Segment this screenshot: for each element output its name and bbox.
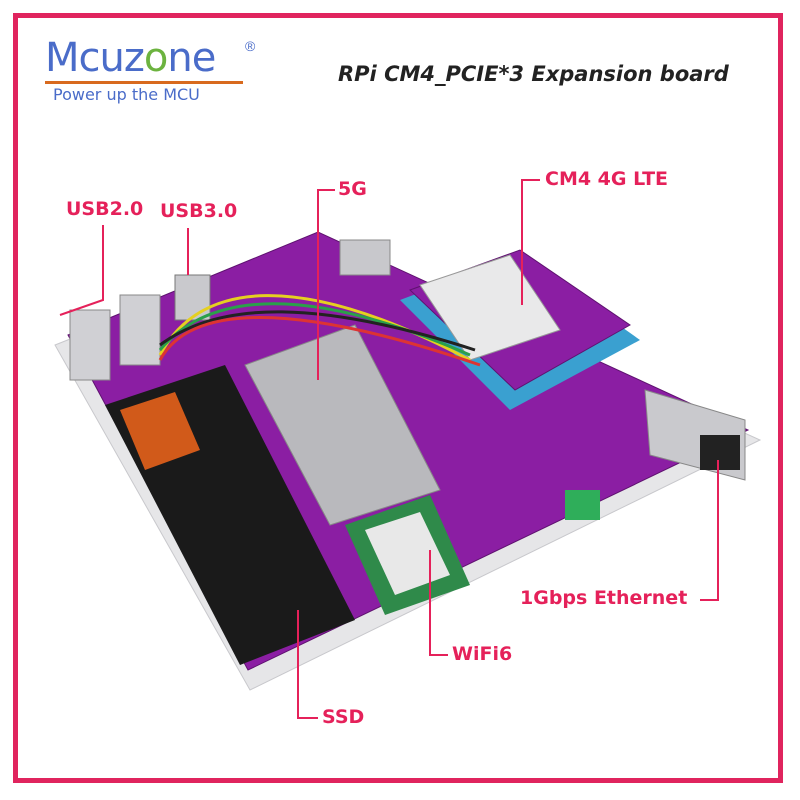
ethernet-leader [700,460,719,601]
usb2-leader [59,225,104,316]
mcuzone-logo: Mcuzone ® Power up the MCU [45,36,255,104]
hdmi-port [339,239,391,276]
lte-module [419,254,561,361]
wifi-leader [429,550,448,656]
lte-leader [521,179,540,305]
ethernet-jack [700,435,740,470]
5g-leader [317,189,335,380]
logo-text-part: ne [167,35,216,81]
callout-cm4-4g-lte: CM4 4G LTE [545,168,669,190]
registered-mark: ® [245,38,256,54]
callout-ssd: SSD [322,706,365,728]
logo-tagline: Power up the MCU [53,85,200,104]
power-terminal [565,490,600,520]
usb2-port [119,294,161,366]
logo-wordmark: Mcuzone [45,36,243,80]
logo-underline [45,81,243,84]
callout-5g: 5G [338,178,367,200]
antenna-cable [159,310,476,352]
image-frame [13,13,783,783]
wifi-shield [365,512,450,595]
page-title: RPi CM4_PCIE*3 Expansion board [338,62,729,86]
callout-ethernet: 1Gbps Ethernet [520,587,688,609]
antenna-cable [158,316,481,367]
usb2-port [69,309,111,381]
power-icon: o [143,35,169,81]
usb3-port [174,274,211,321]
ssd-label [120,392,200,470]
callout-usb2: USB2.0 [66,198,144,220]
callout-lines [59,179,719,719]
callout-wifi6: WiFi6 [452,643,513,665]
ssd-leader [297,610,318,719]
callout-usb3: USB3.0 [160,200,238,222]
logo-text-part: Mcuz [45,35,145,81]
